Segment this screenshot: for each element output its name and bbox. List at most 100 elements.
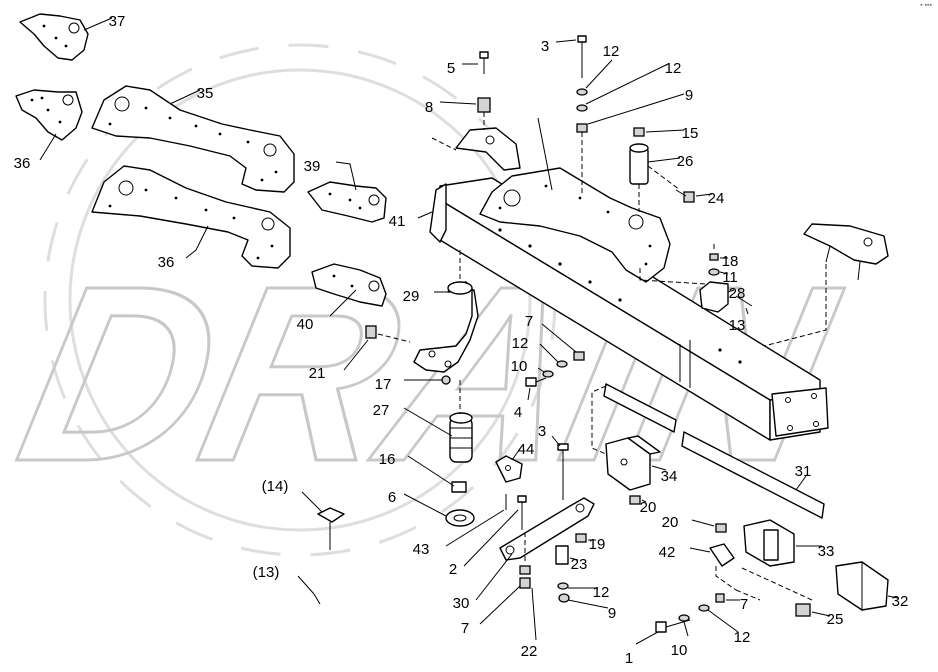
- nut-20a: [629, 495, 641, 505]
- callout-7b: 7: [525, 313, 533, 330]
- washer-6: [445, 509, 475, 527]
- washer-10a: [542, 370, 554, 378]
- bolt-2: [517, 495, 527, 530]
- callout-12c: 12: [512, 335, 529, 352]
- bracket-42: [709, 543, 735, 567]
- nut-7c: [715, 593, 725, 603]
- callout-14: (14): [262, 478, 289, 495]
- callout-13: 13: [729, 317, 746, 334]
- nut-7a: [519, 565, 531, 575]
- callout-20a: 20: [640, 499, 657, 516]
- bolt-4: [525, 377, 547, 387]
- bushing-26: [629, 143, 649, 185]
- callout-41: 41: [389, 213, 406, 230]
- bracket-44: [495, 455, 523, 483]
- callout-27: 27: [373, 402, 390, 419]
- bolt-3-bottom: [557, 443, 569, 500]
- callout-12d: 12: [593, 584, 610, 601]
- plate-36-large: [91, 165, 291, 269]
- plate-39: [307, 181, 387, 223]
- part-14: [317, 507, 345, 550]
- washer-12a: [576, 88, 588, 96]
- callout-13b: (13): [253, 564, 280, 581]
- callout-8: 8: [425, 99, 433, 116]
- washer-11: [708, 268, 720, 276]
- callout-43: 43: [413, 541, 430, 558]
- spacer-23: [555, 545, 569, 565]
- callout-37: 37: [109, 13, 126, 30]
- callout-17: 17: [375, 376, 392, 393]
- main-beam: [439, 177, 829, 441]
- washer-12e: [698, 604, 710, 612]
- callout-19: 19: [589, 536, 606, 553]
- clamp-28: [699, 281, 729, 313]
- corner-mark: ▪ ▪▪▪: [920, 2, 932, 9]
- callout-44: 44: [518, 441, 535, 458]
- bolt-25: [795, 603, 811, 617]
- bolt-1: [655, 619, 691, 633]
- nut-17: [441, 375, 451, 385]
- nut-7b: [573, 351, 585, 361]
- callout-3b: 3: [538, 423, 546, 440]
- callout-25: 25: [827, 611, 844, 628]
- clamp-33: [743, 519, 795, 567]
- callout-24: 24: [708, 190, 725, 207]
- washer-12c: [556, 360, 568, 368]
- callout-7a: 7: [461, 620, 469, 637]
- bushing-8: [477, 97, 491, 113]
- nut-20b: [715, 523, 727, 533]
- bolt-5: [479, 51, 489, 74]
- callout-26: 26: [677, 153, 694, 170]
- callout-11: 11: [722, 269, 738, 286]
- plate-35: [91, 85, 295, 193]
- right-bracket: [803, 223, 889, 281]
- strip-small: [603, 383, 677, 433]
- callout-18: 18: [722, 253, 739, 270]
- callout-30: 30: [453, 595, 470, 612]
- callout-3a: 3: [541, 38, 549, 55]
- callout-7c: 7: [740, 596, 748, 613]
- callout-42: 42: [659, 544, 676, 561]
- callout-12e: 12: [734, 629, 751, 646]
- grease-nipple-24: [675, 189, 695, 203]
- callout-16: 16: [379, 451, 396, 468]
- callout-39: 39: [304, 158, 321, 175]
- nut-15: [633, 127, 645, 137]
- nut-9b: [558, 593, 570, 603]
- callout-32: 32: [892, 593, 909, 610]
- washer-12b: [576, 104, 588, 112]
- nut-21: [365, 325, 377, 339]
- bracket-32: [835, 561, 889, 611]
- callout-36b: 36: [158, 254, 175, 271]
- nut-19: [575, 533, 587, 543]
- upper-mounting-plate: [479, 167, 671, 283]
- bolt-3-top: [577, 35, 587, 78]
- callout-4: 4: [514, 404, 522, 421]
- plate-36-small: [15, 89, 83, 141]
- plate-37: [19, 13, 89, 61]
- callout-10a: 10: [511, 358, 528, 375]
- callout-12a: 12: [603, 43, 620, 60]
- hanger-29: [413, 281, 479, 373]
- bracket-34: [605, 435, 661, 491]
- callout-1: 1: [625, 650, 633, 667]
- callout-21: 21: [309, 365, 326, 382]
- pin-13: [735, 295, 753, 307]
- callout-12b: 12: [665, 60, 682, 77]
- callout-29: 29: [403, 288, 420, 305]
- nut-9a: [576, 123, 588, 133]
- spring-27: [449, 412, 473, 463]
- callout-22: 22: [521, 643, 538, 660]
- callout-35: 35: [197, 85, 214, 102]
- rear-bracket: [455, 127, 521, 171]
- callout-40: 40: [297, 316, 314, 333]
- pin-13-bracketed: [313, 593, 321, 605]
- bracket-41: [429, 183, 447, 243]
- callout-9b: 9: [608, 605, 616, 622]
- callout-10b: 10: [671, 642, 688, 659]
- strip-31: [681, 431, 825, 519]
- callout-20b: 20: [662, 514, 679, 531]
- callout-9a: 9: [685, 87, 693, 104]
